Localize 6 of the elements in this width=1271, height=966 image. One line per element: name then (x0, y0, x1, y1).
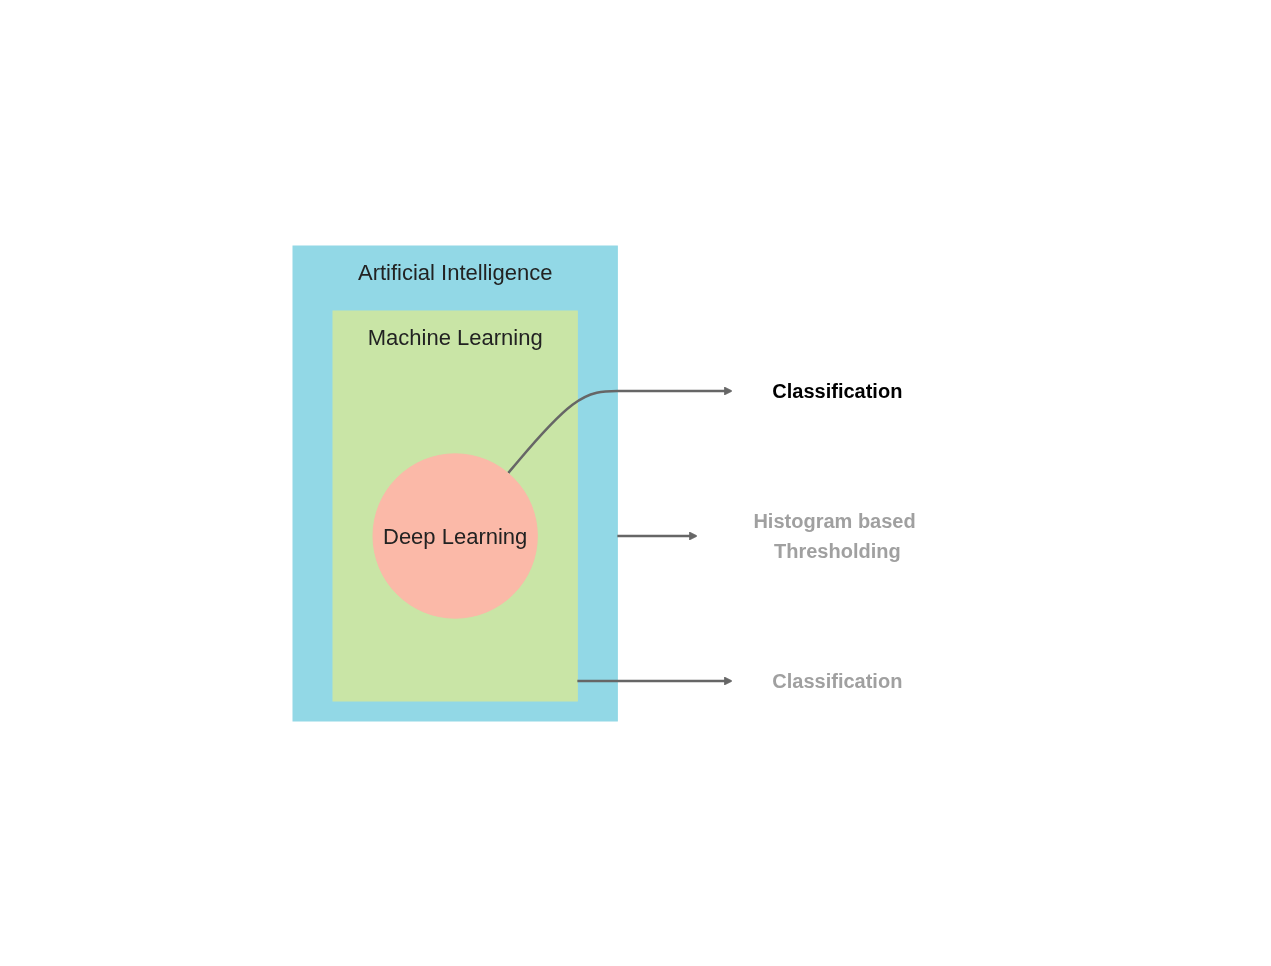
node-circle: Deep Learning (372, 452, 539, 619)
node-text: Classification (772, 669, 903, 692)
arrow (617, 531, 699, 540)
node-text: Classification (772, 379, 903, 402)
arrow (507, 386, 734, 474)
node-text: Histogram based Thresholding (753, 509, 917, 562)
